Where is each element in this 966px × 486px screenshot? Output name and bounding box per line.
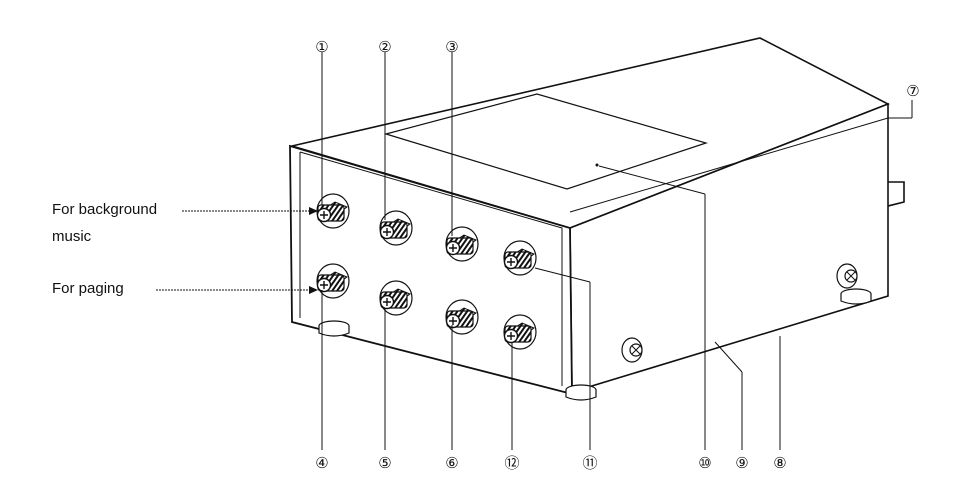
label-paging: For paging — [52, 280, 124, 297]
callout-4: ④ — [315, 455, 328, 472]
terminal-11 — [503, 240, 537, 276]
side-screw-rear — [836, 263, 858, 289]
callout-1: ① — [315, 39, 328, 56]
callout-11: ⑪ — [582, 455, 597, 472]
callout-numbers: ① ② ③ ⑦ ④ ⑤ ⑥ ⑫ ⑪ ⑩ ⑨ ⑧ — [315, 39, 919, 472]
top-label-panel — [383, 93, 709, 190]
callout-6: ⑥ — [445, 455, 458, 472]
side-screw-front — [621, 337, 643, 363]
callout-3: ③ — [445, 39, 458, 56]
callout-8: ⑧ — [773, 455, 786, 472]
callout-10: ⑩ — [698, 455, 711, 472]
terminal-6 — [445, 299, 479, 335]
callout-5: ⑤ — [378, 455, 391, 472]
amplifier-box — [288, 37, 905, 396]
callout-12: ⑫ — [504, 455, 519, 472]
callout-9: ⑨ — [735, 455, 748, 472]
label-background-music-line2: music — [52, 228, 92, 245]
callout-2: ② — [378, 39, 391, 56]
callout-7: ⑦ — [906, 83, 919, 100]
leader-lines — [156, 52, 913, 450]
terminal-12 — [503, 314, 537, 350]
label-background-music-line1: For background — [52, 201, 157, 218]
terminal-3 — [445, 226, 479, 262]
